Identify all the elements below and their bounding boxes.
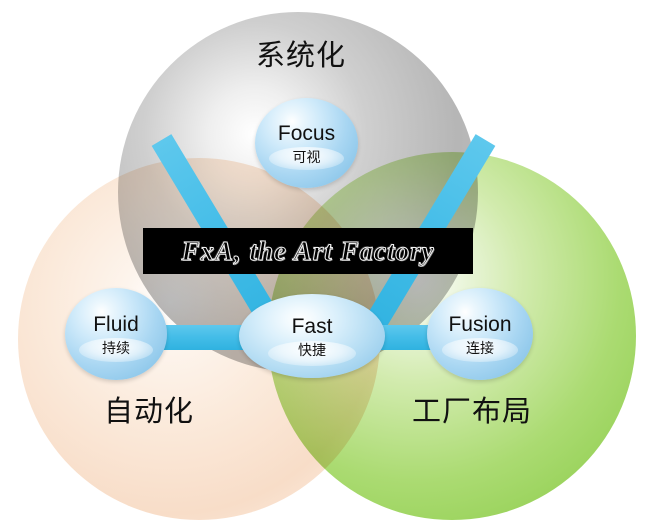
zone-label-automation: 自动化 (104, 396, 195, 428)
title-banner: FxA, the Art Factory (143, 228, 473, 274)
node-label-fusion-cn: 连接 (466, 339, 494, 356)
zone-label-factory-layout: 工厂布局 (412, 396, 533, 428)
node-label-fusion-en: Fusion (448, 312, 512, 336)
node-label-focus-en: Focus (277, 121, 336, 145)
node-bubble-focus[interactable]: Focus 可视 (255, 98, 358, 188)
node-bubble-fast[interactable]: Fast 快捷 (239, 294, 385, 378)
node-label-focus-cn: 可视 (292, 148, 321, 165)
zone-label-systematization: 系统化 (256, 40, 347, 72)
node-label-fluid-cn: 持续 (102, 339, 130, 356)
node-label-fluid-en: Fluid (93, 312, 139, 336)
node-bubble-fusion[interactable]: Fusion 连接 (427, 288, 533, 380)
node-label-fast-en: Fast (291, 314, 333, 338)
title-text: FxA, the Art Factory (181, 235, 435, 266)
node-bubble-fluid[interactable]: Fluid 持续 (65, 288, 167, 380)
node-label-fast-cn: 快捷 (298, 341, 326, 358)
